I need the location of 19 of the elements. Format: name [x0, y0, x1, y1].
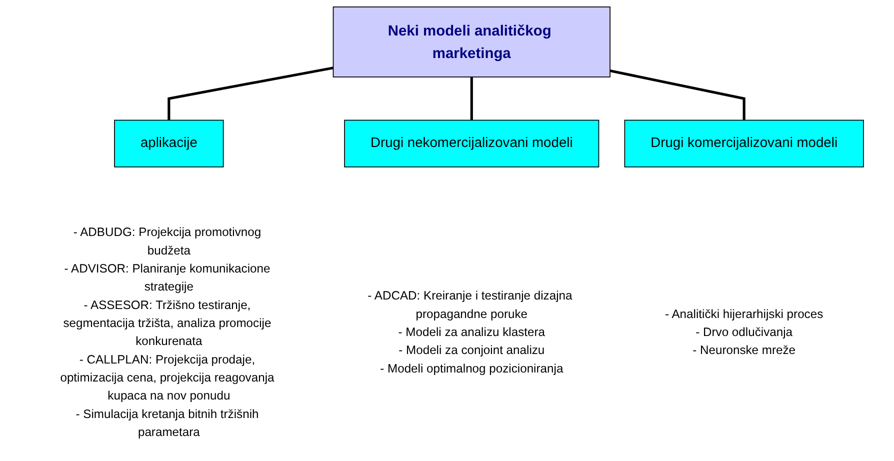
- node-label: - ADBUDG: Projekcija promotivnog budžeta: [73, 224, 262, 257]
- node-label: - Analitički hijerarhijski proces: [665, 306, 824, 320]
- node-label: - Modeli za analizu klastera: [398, 324, 545, 339]
- node-label: - ASSESOR: Tržišno testiranje, segmentacija tržišta, analiza promocije konkurenata: [63, 298, 272, 348]
- node-box: Drugi nekomercijalizovani modeli: [344, 120, 600, 168]
- node-label: - ADVISOR: Planiranje komunikacione strategije: [64, 261, 270, 294]
- node-label: - Modeli za conjoint analizu: [398, 342, 545, 357]
- node-box: aplikacije: [114, 120, 224, 168]
- node-label: - Simulacija kretanja bitnih tržišnih parametara: [76, 406, 259, 439]
- node-label: - ADCAD: Kreiranje i testiranje dizajna propagandne poruke: [368, 288, 572, 320]
- node-label: - Neuronske mreže: [692, 342, 796, 357]
- connector: [610, 69, 746, 120]
- node-label: - Drvo odlučivanja: [696, 324, 793, 339]
- connector: [470, 76, 473, 120]
- connector: [168, 66, 334, 120]
- node-box: Drugi komercijalizovani modeli: [624, 120, 864, 168]
- node-label: - CALLPLAN: Projekcija prodaje, optimizacija cena, projekcija reagovanja kupaca na nov ponudu: [60, 352, 274, 402]
- node-box: Neki modeli analitičkog marketinga: [332, 6, 610, 78]
- node-label: - Modeli optimalnog pozicioniranja: [380, 361, 564, 375]
